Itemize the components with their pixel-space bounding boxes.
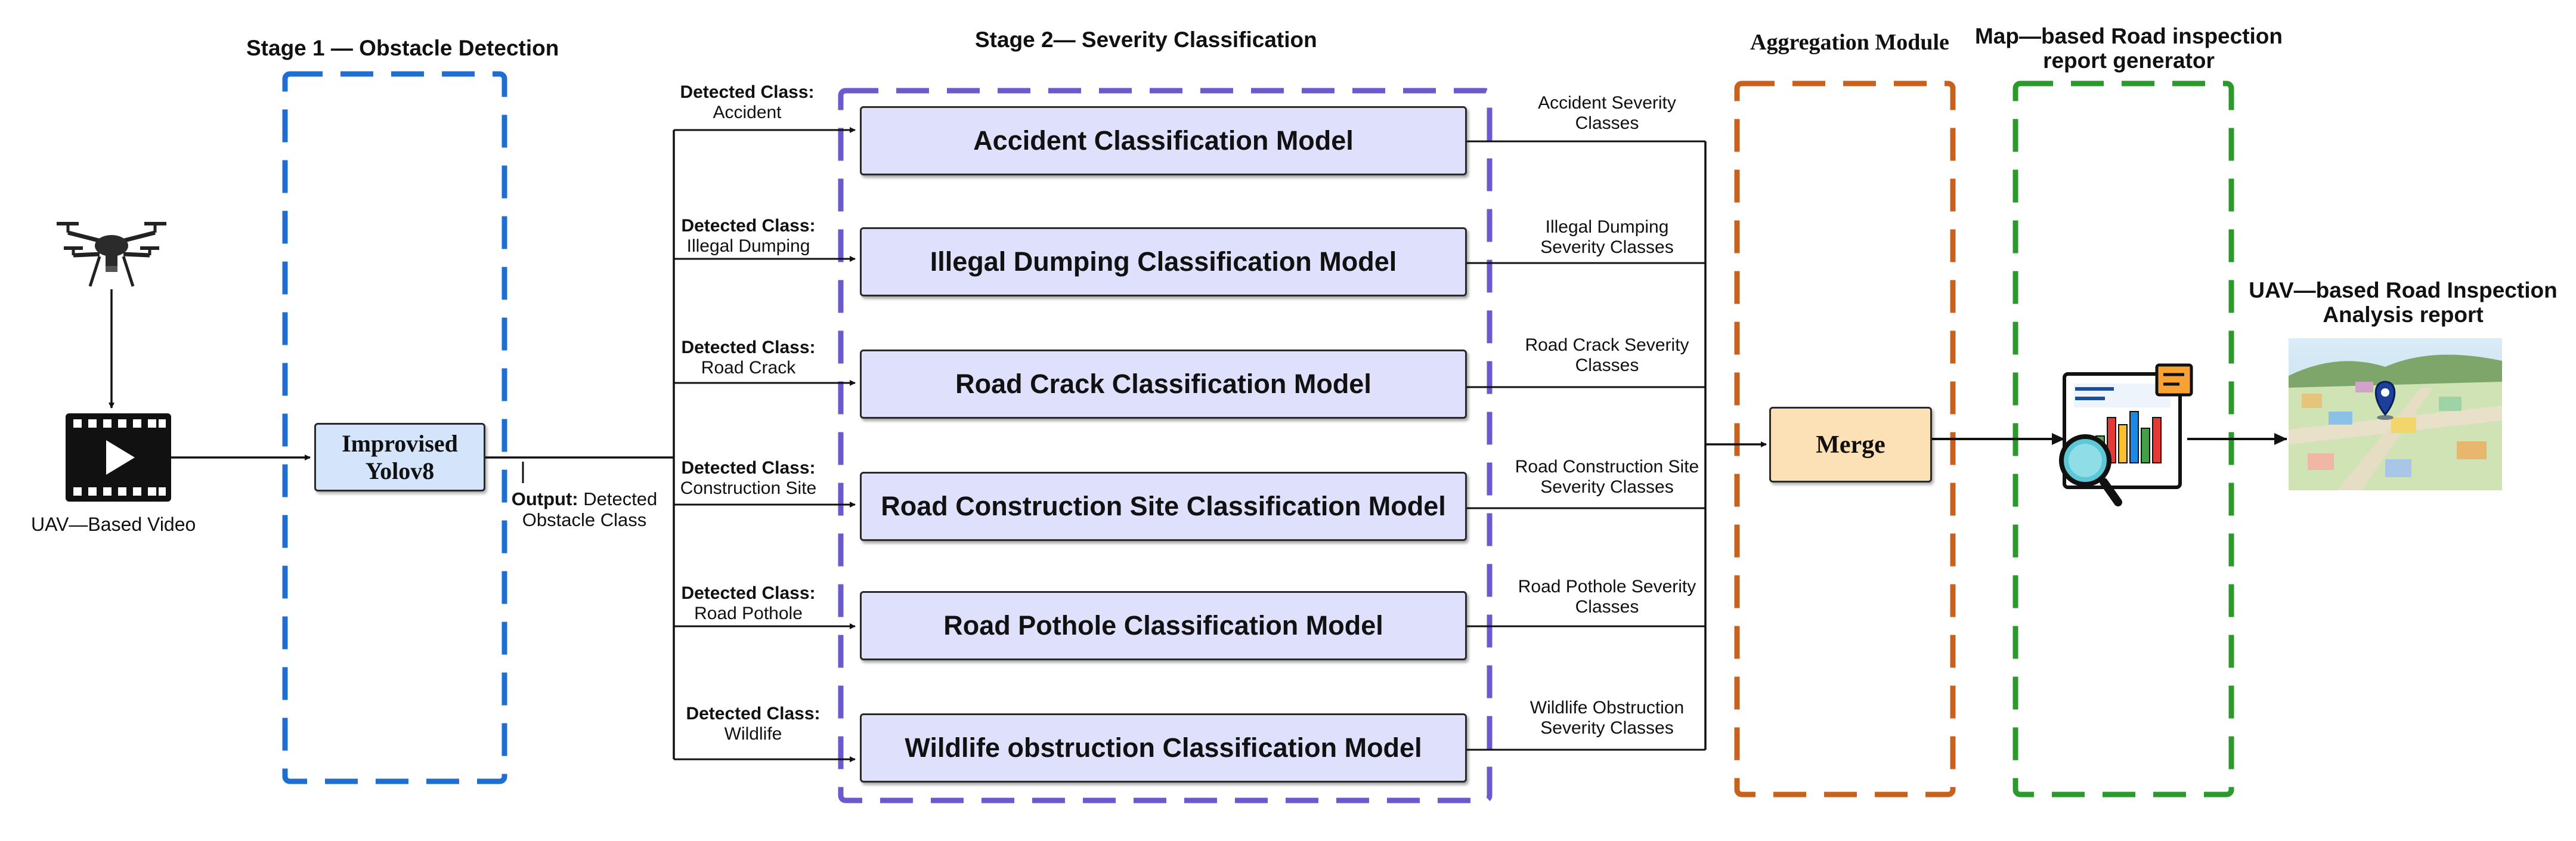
detected-class-prefix: Detected Class:: [681, 338, 816, 357]
severity-line2: Severity Classes: [1540, 477, 1674, 497]
detected-class-prefix: Detected Class:: [686, 704, 821, 723]
model-box-accident: Accident Classification Model: [860, 106, 1467, 175]
model-box-construction: Road Construction Site Classification Mo…: [860, 472, 1467, 541]
merge-label: Merge: [1816, 431, 1885, 459]
detected-class-prefix: Detected Class:: [681, 216, 816, 236]
model-label: Accident Classification Model: [973, 125, 1354, 156]
model-box-pothole: Road Pothole Classification Model: [860, 591, 1467, 660]
model-label: Road Construction Site Classification Mo…: [881, 491, 1446, 521]
model-label: Road Pothole Classification Model: [943, 610, 1383, 641]
final-report-title-line2: Analysis report: [2323, 302, 2484, 327]
stage1-frame: [282, 71, 507, 784]
output-label-bold: Output:: [511, 488, 578, 509]
video-label: UAV—Based Video: [31, 514, 196, 535]
yolo-model-box: Improvised Yolov8: [314, 423, 485, 491]
final-report-title: UAV—based Road Inspection Analysis repor…: [2242, 278, 2564, 327]
stage2-frame: [838, 88, 1493, 803]
severity-line1: Road Crack Severity: [1525, 335, 1689, 355]
detected-class-value: Illegal Dumping: [686, 236, 810, 256]
severity-line1: Illegal Dumping: [1545, 217, 1669, 237]
model-label: Wildlife obstruction Classification Mode…: [905, 732, 1422, 763]
detected-class-value: Wildlife: [724, 723, 782, 744]
severity-line2: Classes: [1575, 113, 1639, 133]
severity-line2: Classes: [1575, 596, 1639, 617]
model-label: Road Crack Classification Model: [955, 369, 1371, 399]
detected-class-accident: Detected Class:Accident: [658, 82, 837, 122]
detected-class-pothole: Detected Class:Road Pothole: [659, 583, 838, 623]
output-label-line2: Obstacle Class: [522, 509, 647, 530]
severity-line1: Road Construction Site: [1515, 457, 1699, 477]
model-box-dumping: Illegal Dumping Classification Model: [860, 227, 1467, 296]
detected-class-prefix: Detected Class:: [680, 82, 815, 102]
detected-class-value: Construction Site: [680, 478, 817, 498]
detected-class-value: Road Pothole: [694, 603, 803, 623]
detected-class-crack: Detected Class:Road Crack: [659, 338, 838, 378]
detected-class-dumping: Detected Class:Illegal Dumping: [659, 216, 838, 256]
severity-line2: Classes: [1575, 355, 1639, 375]
output-label-rest: Detected: [578, 488, 658, 509]
severity-line1: Road Pothole Severity: [1518, 577, 1696, 596]
stage1-title: Stage 1 — Obstacle Detection: [246, 36, 559, 60]
model-box-wildlife: Wildlife obstruction Classification Mode…: [860, 713, 1467, 783]
severity-line1: Wildlife Obstruction: [1530, 698, 1685, 718]
severity-line2: Severity Classes: [1540, 718, 1674, 738]
merge-box: Merge: [1769, 407, 1932, 483]
aggregation-title: Aggregation Module: [1750, 30, 1949, 55]
model-box-crack: Road Crack Classification Model: [860, 350, 1467, 419]
report-generator-title-line1: Map—based Road inspection: [1974, 24, 2283, 48]
severity-line1: Accident Severity: [1538, 93, 1676, 113]
map-thumbnail: [2289, 338, 2502, 490]
report-generator-title: Map—based Road inspection report generat…: [1968, 24, 2290, 73]
detected-class-construction: Detected Class:Construction Site: [659, 458, 838, 498]
output-label: Output: Detected Obstacle Class: [504, 488, 665, 530]
stage2-title: Stage 2— Severity Classification: [975, 27, 1317, 52]
report-generator-title-line2: report generator: [2043, 48, 2215, 73]
video-icon: [66, 413, 171, 502]
drone-icon: [57, 222, 166, 287]
detected-class-value: Accident: [713, 102, 782, 122]
severity-line2: Severity Classes: [1540, 237, 1674, 257]
detected-class-value: Road Crack: [701, 357, 796, 378]
report-analytics-icon: [2059, 363, 2193, 506]
yolo-model-label: Improvised Yolov8: [342, 429, 458, 484]
detected-class-prefix: Detected Class:: [681, 458, 816, 478]
final-report-title-line1: UAV—based Road Inspection: [2249, 278, 2558, 302]
detected-class-prefix: Detected Class:: [681, 583, 816, 603]
detected-class-wildlife: Detected Class:Wildlife: [664, 704, 843, 744]
model-label: Illegal Dumping Classification Model: [930, 246, 1397, 277]
